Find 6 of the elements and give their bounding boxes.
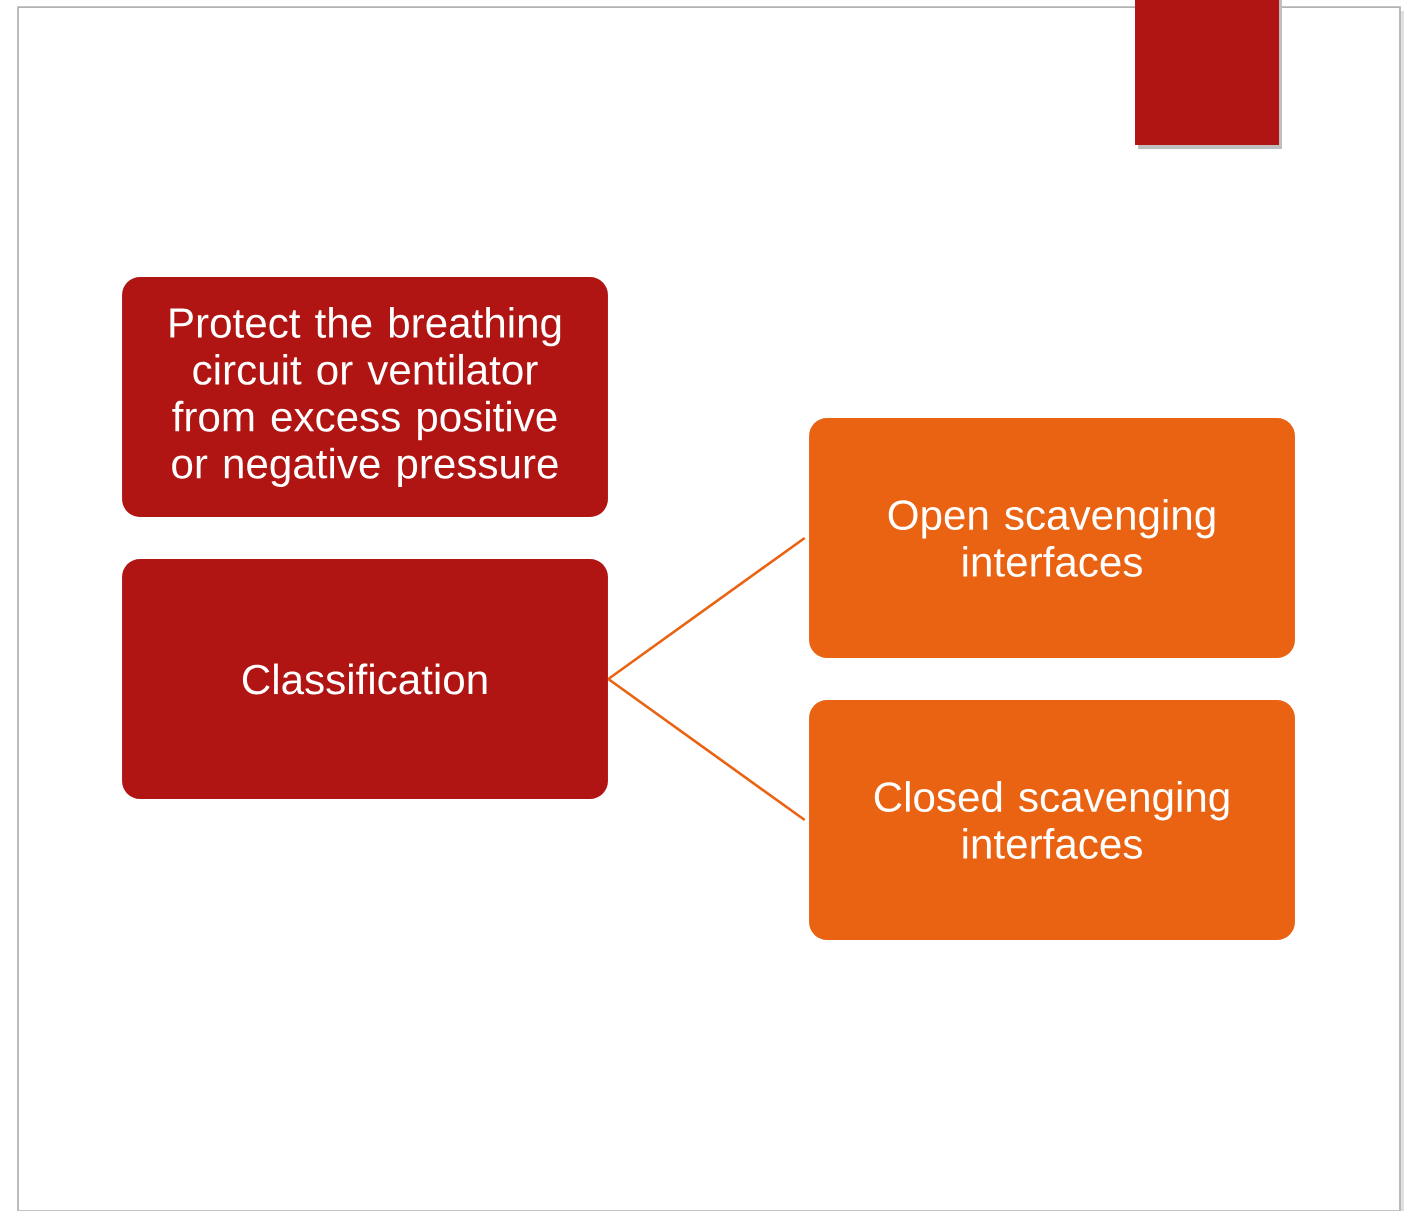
connector-line [607,536,806,681]
process-box: Classification [122,559,608,799]
category-box: Closed scavenging interfaces [809,700,1295,940]
connector-line [607,677,806,822]
process-box: Protect the breathing circuit or ventilator from excess positive or negative pressure [122,277,608,517]
category-box: Open scavenging interfaces [809,418,1295,658]
